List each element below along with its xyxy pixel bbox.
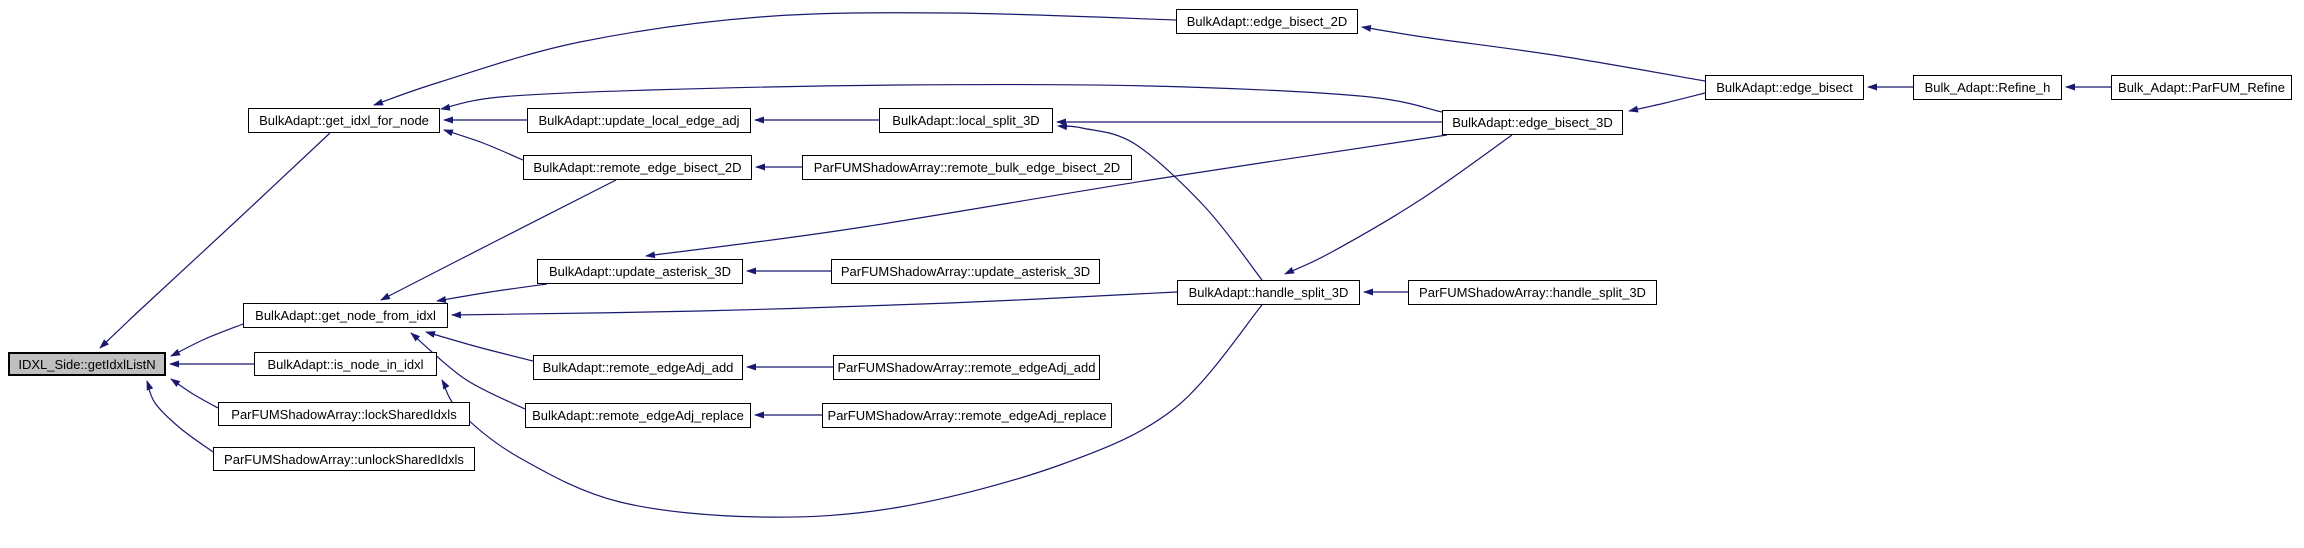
graph-node-label: BulkAdapt::update_local_edge_adj xyxy=(538,113,740,128)
edge-lockSharedIdxls-to-getIdxlListN xyxy=(170,378,219,409)
graph-node-label: BulkAdapt::get_idxl_for_node xyxy=(259,113,429,128)
edge-edge_bisect-to-edge_bisect_3D xyxy=(1628,92,1706,113)
graph-node-label: BulkAdapt::edge_bisect_3D xyxy=(1452,115,1613,130)
edge-edge_bisect-to-edge_bisect_2D xyxy=(1361,24,1706,82)
graph-node-label: BulkAdapt::local_split_3D xyxy=(892,113,1040,128)
graph-node-label: ParFUMShadowArray::update_asterisk_3D xyxy=(840,264,1091,279)
graph-node-sa_remote_edgeAdj_add[interactable]: ParFUMShadowArray::remote_edgeAdj_add xyxy=(833,355,1100,380)
graph-node-remote_edge_bisect_2D[interactable]: BulkAdapt::remote_edge_bisect_2D xyxy=(523,155,752,180)
graph-node-edge_bisect[interactable]: BulkAdapt::edge_bisect xyxy=(1705,75,1864,100)
edge-unlockSharedIdxls-to-getIdxlListN xyxy=(146,380,214,453)
edge-handle_split_3D-to-is_node_in_idxl xyxy=(441,304,1263,518)
graph-node-Refine_h[interactable]: Bulk_Adapt::Refine_h xyxy=(1913,75,2062,100)
edge-handle_split_3D-to-get_node_from_idxl xyxy=(451,291,1178,319)
graph-node-edge_bisect_2D[interactable]: BulkAdapt::edge_bisect_2D xyxy=(1176,9,1358,34)
graph-node-label: ParFUMShadowArray::remote_edgeAdj_replac… xyxy=(827,408,1107,423)
graph-node-label: BulkAdapt::remote_edgeAdj_replace xyxy=(532,408,744,423)
edge-remote_edgeAdj_add-to-get_node_from_idxl xyxy=(425,331,534,362)
graph-node-sa_handle_split_3D[interactable]: ParFUMShadowArray::handle_split_3D xyxy=(1408,280,1657,305)
graph-node-update_local_edge_adj[interactable]: BulkAdapt::update_local_edge_adj xyxy=(527,108,751,133)
graph-node-label: BulkAdapt::edge_bisect_2D xyxy=(1186,14,1348,29)
graph-node-label: BulkAdapt::remote_edgeAdj_add xyxy=(542,360,734,375)
graph-node-label: ParFUMShadowArray::unlockSharedIdxls xyxy=(224,451,464,467)
edge-handle_split_3D-to-local_split_3D xyxy=(1057,123,1263,281)
graph-node-remote_edgeAdj_add[interactable]: BulkAdapt::remote_edgeAdj_add xyxy=(533,355,743,380)
graph-node-label: Bulk_Adapt::ParFUM_Refine xyxy=(2118,80,2285,95)
graph-node-remote_edgeAdj_replace[interactable]: BulkAdapt::remote_edgeAdj_replace xyxy=(525,403,751,428)
graph-node-sa_update_asterisk_3D[interactable]: ParFUMShadowArray::update_asterisk_3D xyxy=(831,259,1100,284)
edge-edge_bisect_3D-to-handle_split_3D xyxy=(1284,134,1513,275)
graph-node-label: ParFUMShadowArray::remote_bulk_edge_bise… xyxy=(813,160,1121,175)
graph-node-label: BulkAdapt::update_asterisk_3D xyxy=(548,264,732,279)
edge-get_node_from_idxl-to-getIdxlListN xyxy=(170,323,244,357)
graph-node-getIdxlListN[interactable]: IDXL_Side::getIdxlListN xyxy=(8,352,166,376)
graph-node-label: ParFUMShadowArray::lockSharedIdxls xyxy=(231,406,457,422)
edge-get_idxl_for_node-to-getIdxlListN xyxy=(99,132,331,349)
edge-edge_bisect_2D-to-get_idxl_for_node xyxy=(373,12,1177,106)
graph-node-label: BulkAdapt::is_node_in_idxl xyxy=(267,356,424,372)
graph-node-edge_bisect_3D[interactable]: BulkAdapt::edge_bisect_3D xyxy=(1442,110,1623,135)
edge-remote_edge_bisect_2D-to-get_node_from_idxl xyxy=(380,179,617,301)
graph-node-label: ParFUMShadowArray::handle_split_3D xyxy=(1419,285,1646,300)
graph-node-sa_remote_edgeAdj_replace[interactable]: ParFUMShadowArray::remote_edgeAdj_replac… xyxy=(822,403,1112,428)
graph-node-update_asterisk_3D[interactable]: BulkAdapt::update_asterisk_3D xyxy=(537,259,743,284)
edge-edge_bisect_3D-to-update_asterisk_3D xyxy=(645,134,1448,259)
graph-node-unlockSharedIdxls[interactable]: ParFUMShadowArray::unlockSharedIdxls xyxy=(213,447,475,471)
graph-node-get_idxl_for_node[interactable]: BulkAdapt::get_idxl_for_node xyxy=(248,108,440,133)
graph-node-label: Bulk_Adapt::Refine_h xyxy=(1924,80,2051,95)
graph-node-get_node_from_idxl[interactable]: BulkAdapt::get_node_from_idxl xyxy=(243,303,448,328)
graph-node-label: BulkAdapt::handle_split_3D xyxy=(1188,285,1349,300)
graph-node-lockSharedIdxls[interactable]: ParFUMShadowArray::lockSharedIdxls xyxy=(218,402,470,426)
graph-node-local_split_3D[interactable]: BulkAdapt::local_split_3D xyxy=(879,108,1053,133)
edge-edge_bisect_3D-to-get_idxl_for_node xyxy=(440,83,1443,113)
edge-remote_edgeAdj_replace-to-get_node_from_idxl xyxy=(410,332,526,410)
graph-node-remote_bulk_edge_bisect_2D[interactable]: ParFUMShadowArray::remote_bulk_edge_bise… xyxy=(802,155,1132,180)
graph-node-is_node_in_idxl[interactable]: BulkAdapt::is_node_in_idxl xyxy=(254,352,437,376)
graph-node-label: IDXL_Side::getIdxlListN xyxy=(18,356,156,372)
graph-node-handle_split_3D[interactable]: BulkAdapt::handle_split_3D xyxy=(1177,280,1360,305)
graph-node-label: BulkAdapt::remote_edge_bisect_2D xyxy=(533,160,742,175)
edge-update_asterisk_3D-to-get_node_from_idxl xyxy=(436,283,548,303)
graph-node-label: BulkAdapt::get_node_from_idxl xyxy=(255,308,436,323)
graph-node-label: BulkAdapt::edge_bisect xyxy=(1716,80,1853,95)
graph-node-label: ParFUMShadowArray::remote_edgeAdj_add xyxy=(837,360,1096,375)
edge-remote_edge_bisect_2D-to-get_idxl_for_node xyxy=(443,129,524,161)
graph-node-ParFUM_Refine[interactable]: Bulk_Adapt::ParFUM_Refine xyxy=(2111,75,2292,100)
